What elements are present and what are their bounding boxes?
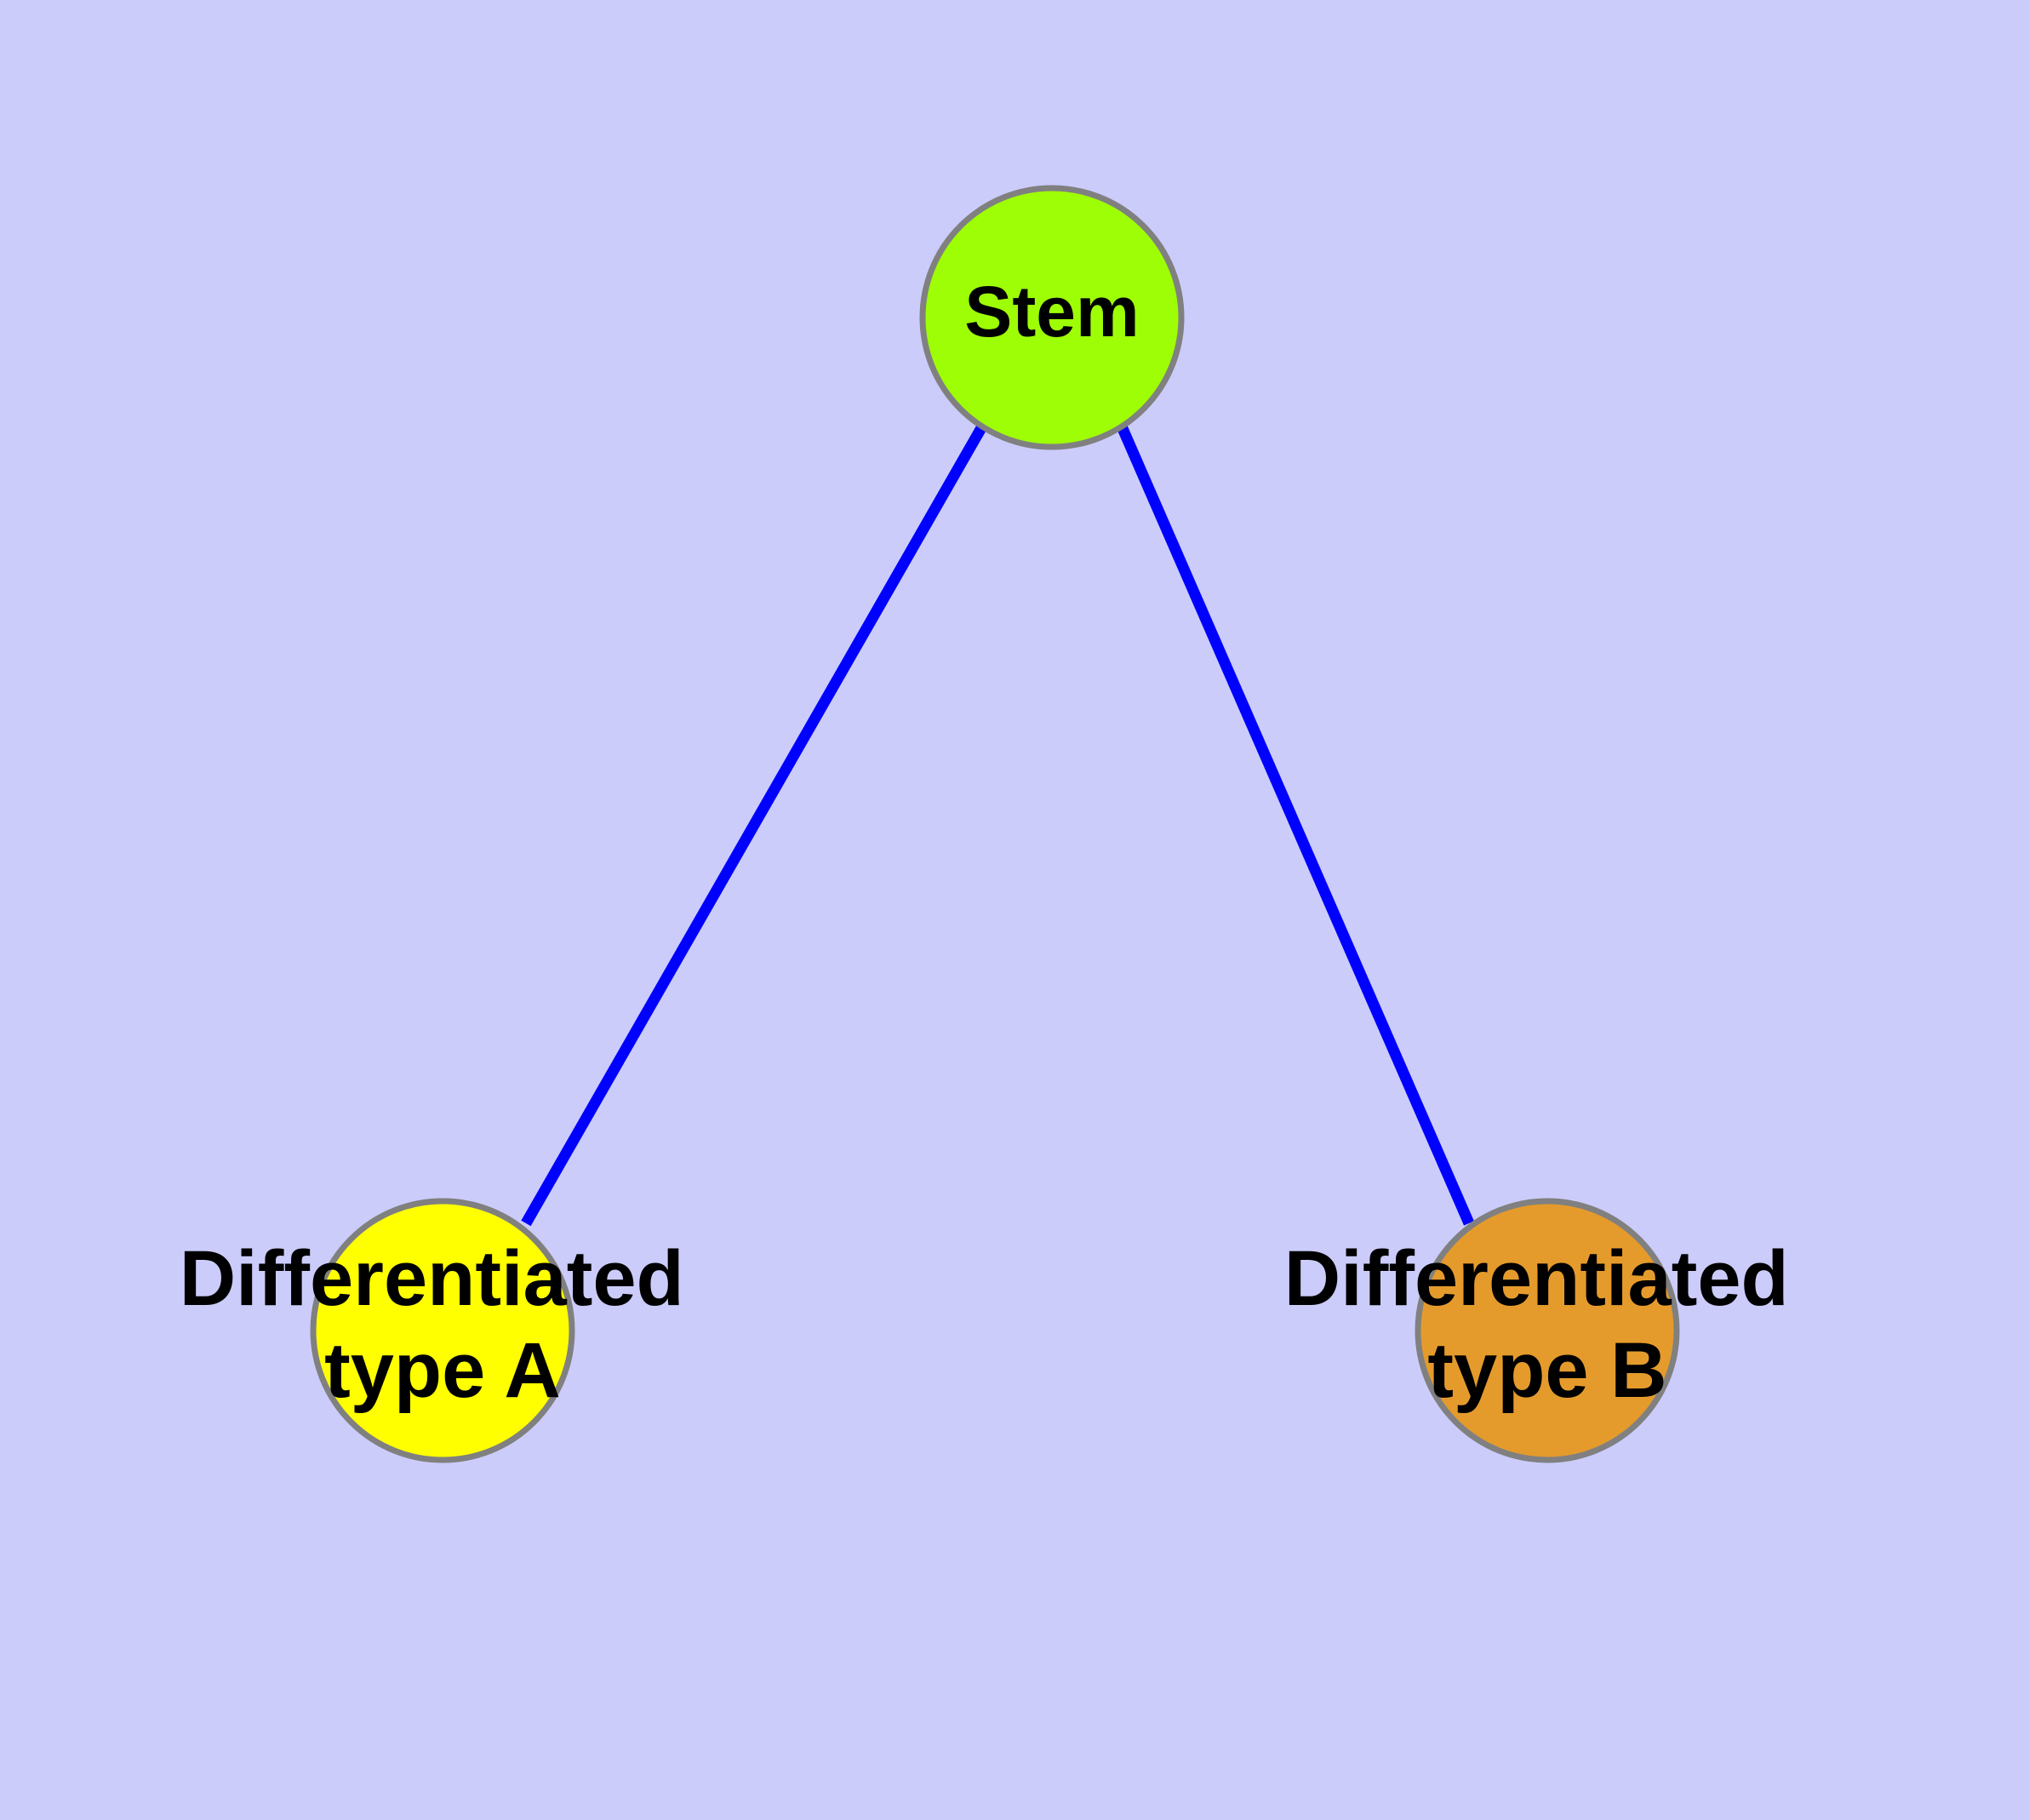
node-diff-a[interactable]: Differentiated type A [180, 1198, 706, 1463]
edge-stem-to-diff-b[interactable] [1117, 424, 1474, 1226]
node-stem-circle[interactable] [919, 185, 1185, 450]
node-diff-a-circle[interactable] [310, 1198, 575, 1463]
node-diff-a-label: Differentiated type A [180, 1235, 706, 1414]
node-stem[interactable]: Stem [919, 185, 1185, 450]
node-layer: Stem Differentiated type A Differentiate… [180, 185, 1811, 1463]
node-diff-b-label: Differentiated type B [1284, 1235, 1811, 1414]
node-stem-label: Stem [964, 272, 1139, 352]
node-diff-a-label-line-1: Differentiated [180, 1235, 684, 1322]
node-diff-b-circle[interactable] [1415, 1198, 1680, 1463]
edge-layer [521, 423, 1474, 1227]
node-diff-b-label-line-1: Differentiated [1284, 1235, 1789, 1322]
edge-stem-to-diff-a[interactable] [521, 423, 987, 1227]
node-stem-label-line-1: Stem [964, 272, 1139, 352]
node-diff-b-label-line-2: type B [1427, 1327, 1666, 1414]
node-diff-a-label-line-2: type A [324, 1327, 561, 1414]
node-diff-b[interactable]: Differentiated type B [1284, 1198, 1811, 1463]
